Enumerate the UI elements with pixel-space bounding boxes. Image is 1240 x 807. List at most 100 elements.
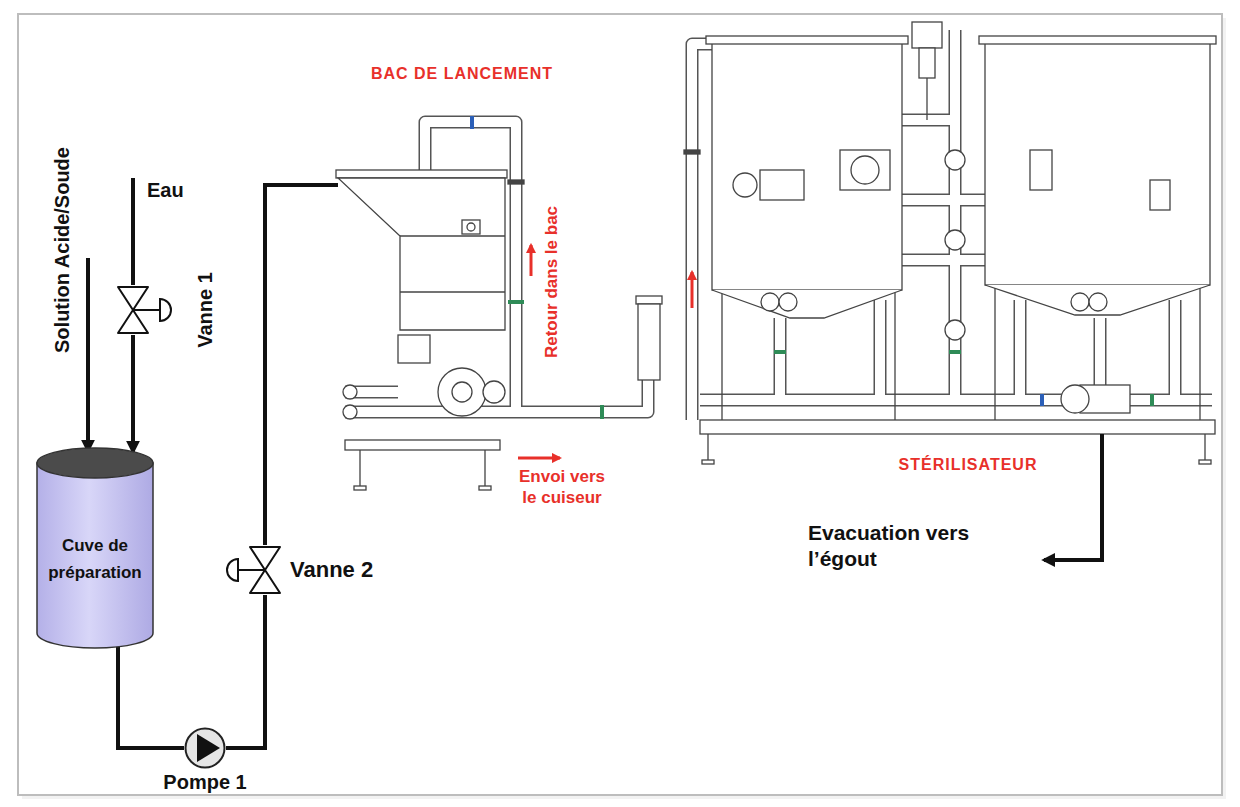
process-pipe — [345, 30, 1212, 420]
sterilizer-drawing — [1040, 394, 1044, 406]
equipment-title: BAC DE LANCEMENT — [371, 64, 553, 84]
launch-tank-drawing — [345, 440, 500, 450]
process-pipe — [1015, 300, 1025, 400]
launch-tank-drawing — [438, 368, 486, 416]
launch-tank-drawing — [600, 405, 604, 419]
sterilizer-drawing — [700, 420, 1215, 434]
valve-body — [250, 547, 280, 593]
process-pipe — [775, 318, 785, 400]
pipe-connector — [226, 595, 265, 748]
flow-arrow — [691, 272, 694, 308]
launch-tank-drawing — [400, 235, 505, 236]
sterilizer-drawing — [949, 350, 961, 354]
sterilizer-drawing — [926, 78, 927, 120]
flow-arrow — [530, 245, 533, 276]
sterilizer-drawing — [712, 40, 902, 290]
valve-body — [118, 287, 148, 333]
sterilizer-drawing — [945, 230, 965, 250]
launch-tank-drawing — [470, 116, 474, 129]
equipment-label: Vanne 1 — [194, 272, 216, 348]
process-pipe — [949, 30, 962, 400]
sterilizer-drawing — [912, 22, 942, 48]
sterilizer-drawing — [945, 150, 965, 170]
process-pipe — [1170, 300, 1180, 400]
flow-label: Retour dans le bac — [541, 206, 562, 358]
flow-arrow — [518, 245, 692, 458]
picture-frame — [18, 14, 1226, 799]
valve-stem — [238, 569, 265, 571]
launch-tank-drawing — [462, 220, 480, 234]
control-valve: Vanne 2 — [222, 545, 282, 595]
launch-tank-drawing — [336, 116, 662, 490]
sterilizer-drawing — [760, 170, 804, 200]
sterilizer-drawing — [761, 293, 779, 311]
launch-tank-drawing — [636, 296, 662, 304]
sterilizer-drawing — [945, 320, 965, 340]
process-pipe — [874, 300, 887, 400]
control-valve-outline — [222, 545, 282, 595]
process-pipe — [902, 254, 985, 267]
preparation-tank: Cuve de préparation — [36, 448, 154, 648]
launch-tank-drawing — [398, 335, 430, 363]
sterilizer-drawing — [1150, 394, 1154, 406]
supply-pipe — [88, 178, 338, 545]
flow-arrow — [518, 457, 560, 460]
sterilizer-drawing — [684, 22, 1216, 464]
launch-tank-drawing — [343, 405, 357, 419]
process-pipe — [875, 300, 885, 400]
pump-casing — [186, 729, 225, 768]
supply-pipe — [265, 185, 338, 545]
process-pipe — [345, 30, 1212, 420]
sterilizer-drawing — [684, 150, 700, 154]
preparation-tank-outline — [36, 448, 154, 648]
supply-pipe — [86, 258, 90, 451]
process-pipe — [1169, 300, 1182, 400]
valve-stem — [133, 309, 160, 311]
node-text: Cuve de préparation — [45, 532, 145, 586]
outlet-label: Evacuation vers l’égout — [808, 520, 993, 573]
sterilizer-drawing — [712, 290, 902, 318]
process-pipe — [950, 30, 960, 400]
sterilizer-drawing — [779, 293, 797, 311]
launch-tank-drawing — [467, 223, 475, 231]
pipe-connector — [131, 335, 135, 452]
equipment-label: Pompe 1 — [163, 771, 246, 793]
control-valve-outline — [110, 285, 174, 335]
launch-tank-drawing — [400, 291, 505, 292]
sterilizer-drawing — [919, 48, 935, 78]
sterilizer-drawing — [979, 36, 1216, 44]
supply-pipe — [131, 178, 135, 285]
equipment-title: STÉRILISATEUR — [899, 455, 1038, 475]
launch-tank-drawing — [354, 486, 366, 490]
control-valve: Vanne 1 — [110, 285, 174, 335]
sterilizer-drawing — [774, 350, 786, 354]
launch-tank-drawing — [483, 381, 505, 403]
drain-pipe — [1044, 434, 1102, 560]
sterilizer-drawing — [708, 434, 1205, 462]
sterilizer-drawing — [1089, 293, 1107, 311]
launch-tank-drawing — [479, 486, 491, 490]
sterilizer-drawing — [706, 36, 908, 44]
sterilizer-drawing — [1150, 180, 1170, 210]
tank-body — [37, 463, 153, 648]
sterilizer-drawing — [702, 460, 714, 464]
launch-tank-drawing — [508, 300, 524, 304]
drain-pipe — [1044, 434, 1102, 560]
launch-tank-drawing — [360, 450, 485, 486]
sterilizer-drawing — [851, 156, 879, 184]
flow-label: Envoi vers le cuiseur — [512, 466, 612, 509]
process-pipe — [902, 194, 985, 207]
process-pipe — [774, 318, 787, 400]
picture-frame — [18, 14, 1222, 795]
launch-tank-drawing — [336, 170, 507, 178]
launch-tank-drawing — [338, 178, 505, 330]
launch-tank-drawing — [638, 304, 660, 380]
tank-top — [37, 448, 153, 478]
process-pipe — [902, 195, 985, 205]
pipe-connector — [118, 646, 184, 748]
sterilizer-drawing — [1071, 293, 1089, 311]
